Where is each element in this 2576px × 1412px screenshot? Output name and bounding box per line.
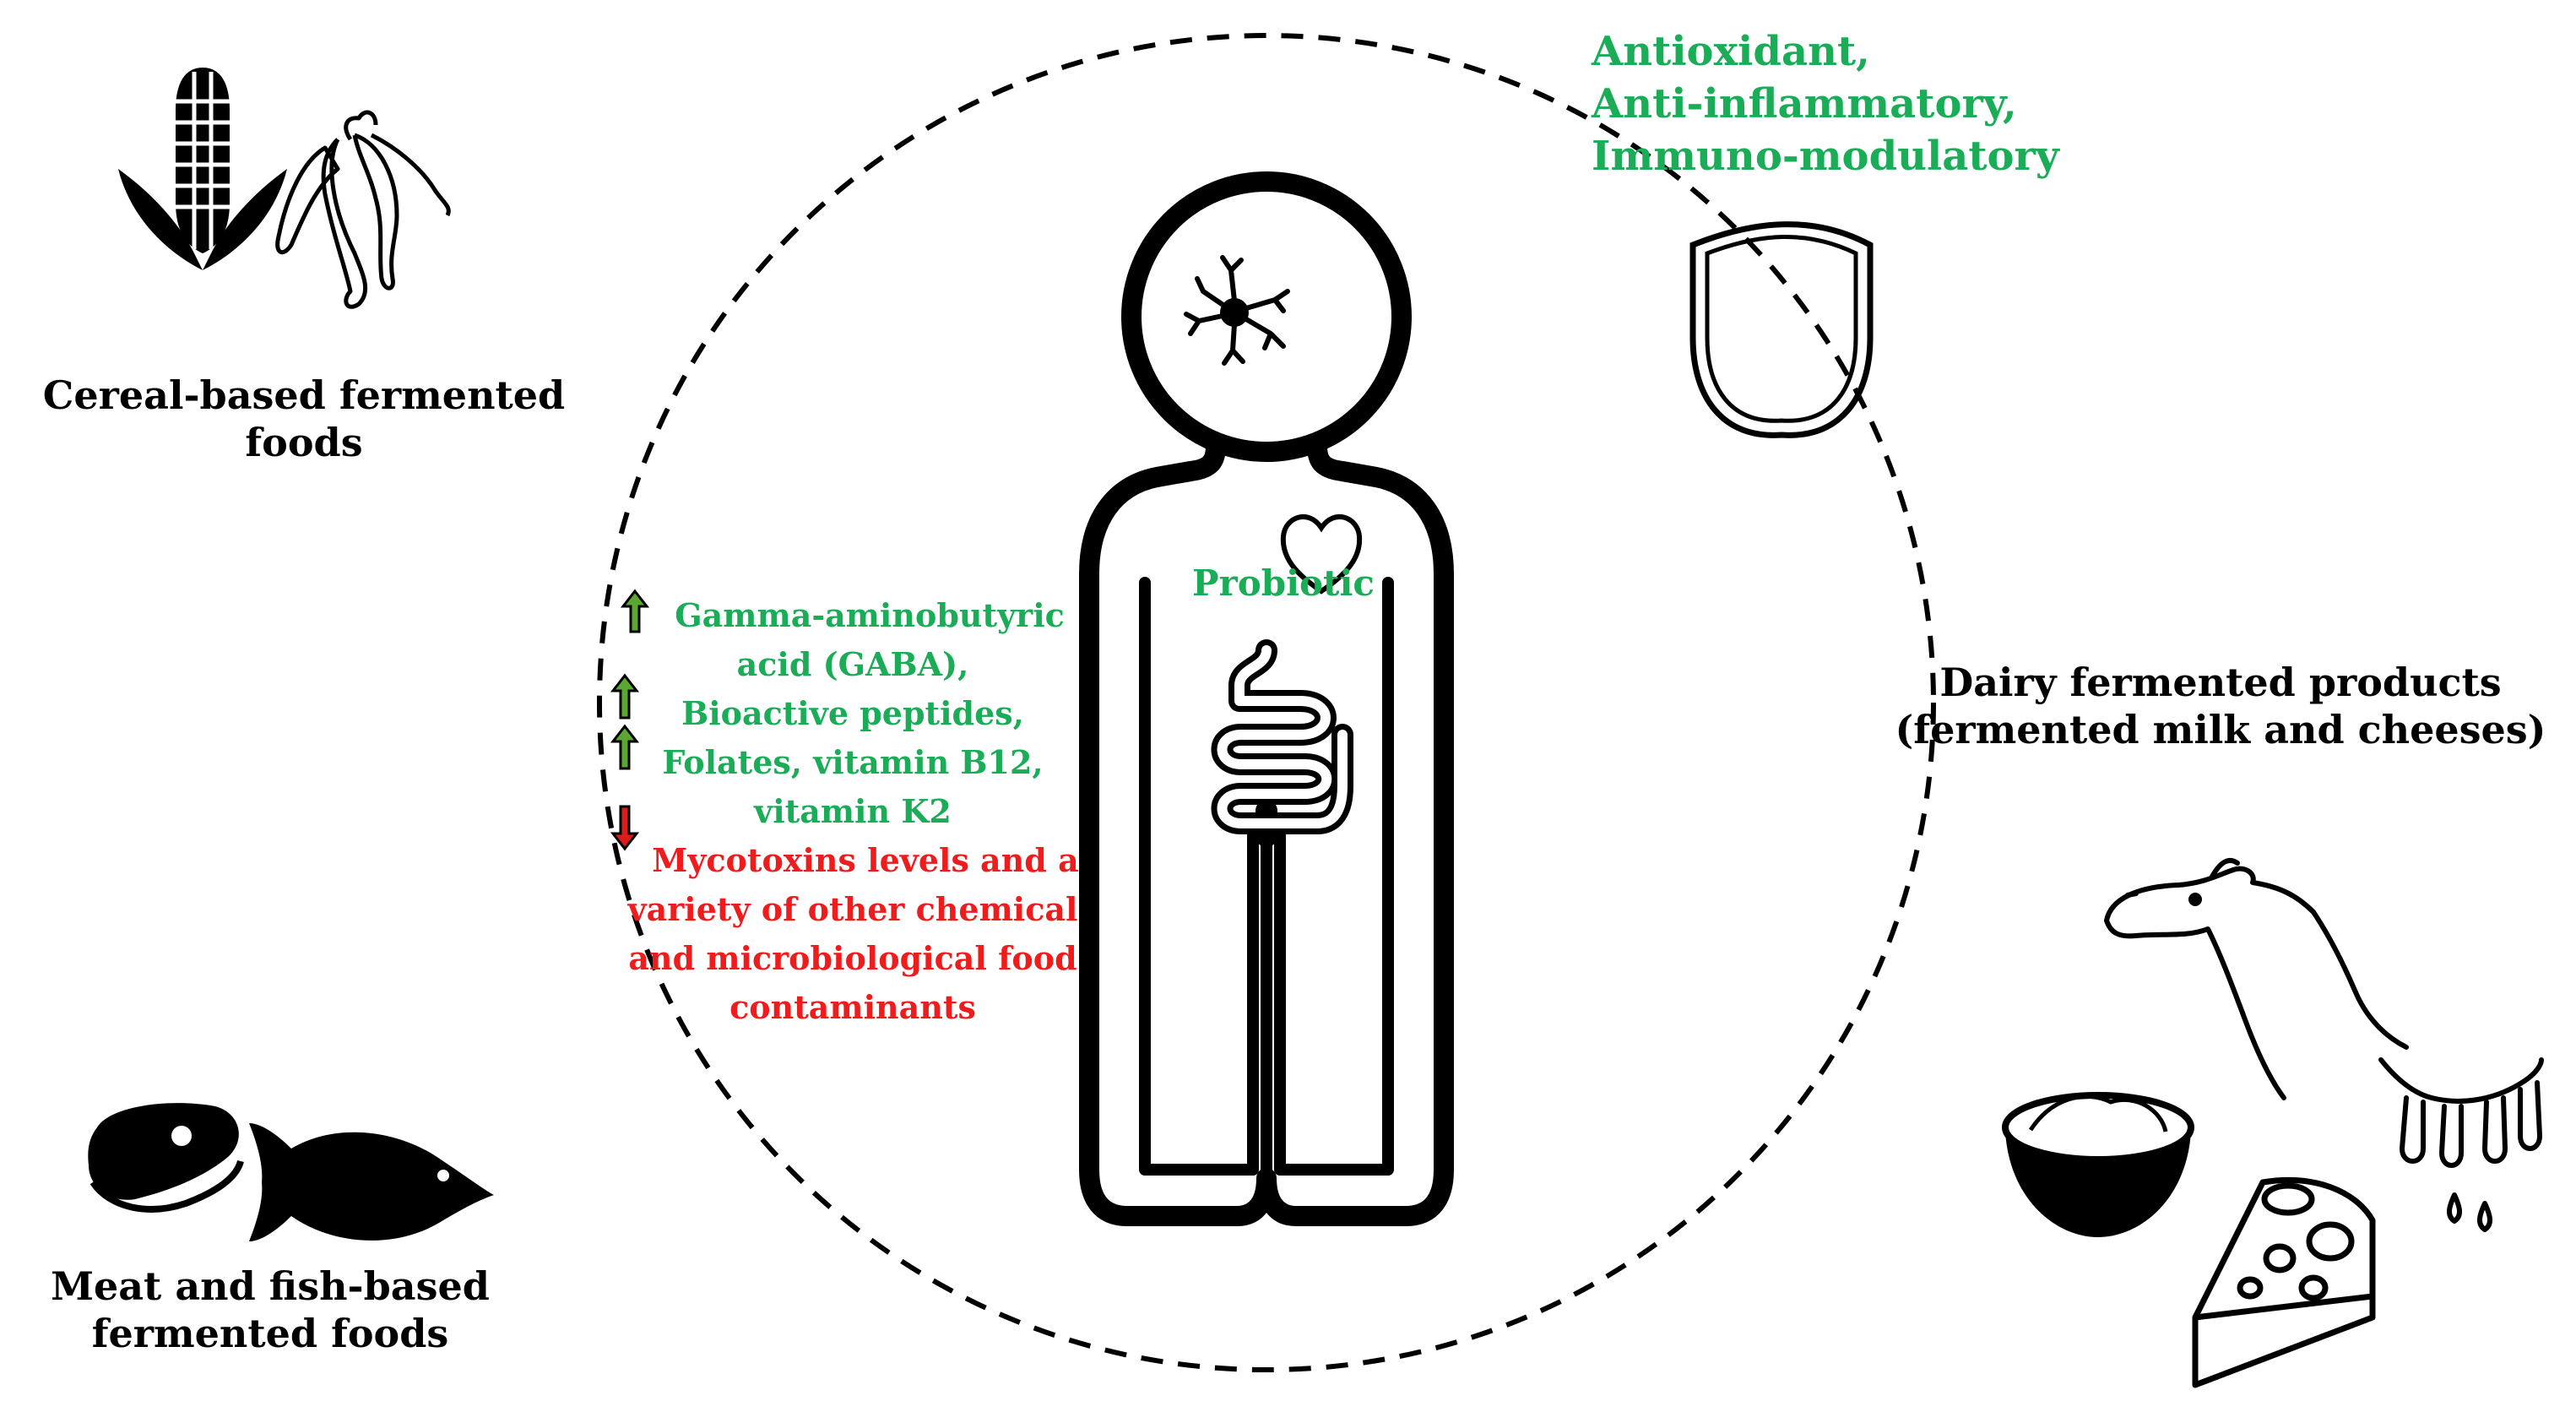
human-figure-icon [1079,171,1454,1226]
increased-item: vitamin K2 [754,792,952,830]
effects-list: Gamma-aminobutyric acid (GABA), Bioactiv… [612,591,1093,1032]
cereal-foods-label: Cereal-based fermented foods [42,372,566,466]
decrease-arrow-icon [610,805,640,851]
increase-arrow-icon [610,724,640,770]
increased-item: Folates, vitamin B12, [662,743,1044,781]
decreased-item: variety of other chemical [627,890,1078,928]
heart-icon [1280,514,1363,595]
camel-icon [2104,858,2409,1100]
fish-icon [249,1123,494,1241]
decreased-item: Mycotoxins levels and a [652,841,1079,879]
neuron-icon [1184,255,1290,366]
bowl-of-yogurt-icon [2002,1092,2194,1237]
meat-steak-icon [88,1103,244,1213]
dashed-circle-boundary [597,33,1936,1372]
shield-icon [1689,221,1874,438]
cassava-icon [275,110,451,309]
corn-icon [118,68,287,270]
health-benefits-label: Antioxidant, Anti-inflammatory, Immuno-m… [1592,25,2059,182]
benefit-line: Immuno-modulatory [1592,133,2059,180]
increased-item: acid (GABA), [736,645,969,683]
decreased-item: contaminants [729,988,976,1026]
increase-arrow-icon [610,673,640,720]
increase-arrow-icon [620,589,650,633]
dairy-products-label: Dairy fermented products (fermented milk… [1895,660,2546,753]
probiotic-label: Probiotic [1192,562,1375,604]
benefit-line: Anti-inflammatory, [1592,80,2017,128]
benefit-line: Antioxidant, [1592,28,1870,75]
increased-item: Gamma-aminobutyric [675,596,1065,634]
cheese-icon [2192,1176,2376,1388]
decreased-item: and microbiological food [628,939,1077,977]
increased-item: Bioactive peptides, [681,694,1024,732]
meat-fish-foods-label: Meat and fish-based fermented foods [51,1263,490,1357]
udder-icon [2378,1057,2544,1232]
